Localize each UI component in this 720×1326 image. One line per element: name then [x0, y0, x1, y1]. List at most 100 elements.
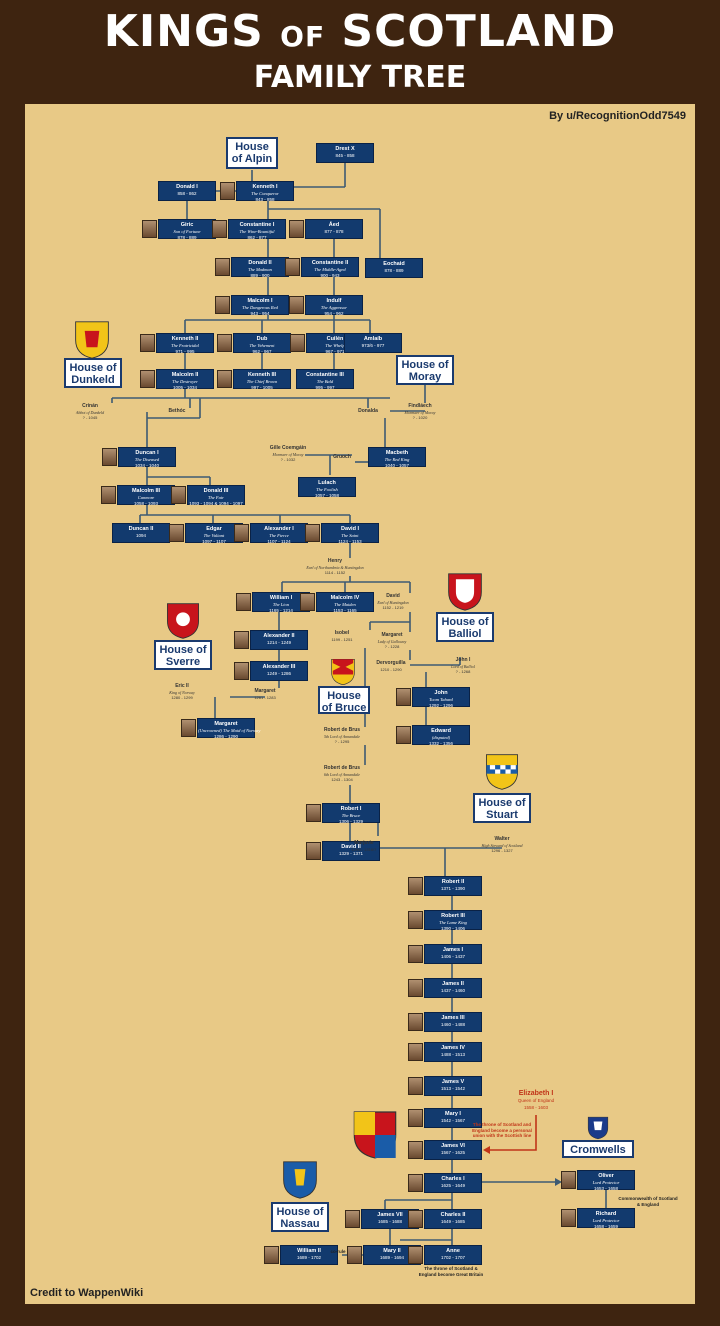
portrait-william1 — [236, 593, 251, 611]
person-title: High Steward of Scotland — [481, 843, 523, 848]
monarch-dates: 1567 - 1625 — [440, 1150, 466, 1155]
monarch-dates: 878 - 889 — [384, 268, 404, 273]
house-label-line: Moray — [408, 371, 442, 383]
monarch-epithet: The Red King — [384, 457, 410, 462]
monarch-dates: 1214 - 1249 — [266, 640, 292, 645]
person-title: 5th Lord of Annandale — [323, 734, 361, 739]
house-label-line: Balliol — [448, 628, 482, 640]
portrait-david2 — [306, 842, 321, 860]
monarch-name: James I — [442, 947, 464, 953]
person-title: Mormaer of Moray — [272, 452, 304, 457]
monarch-dates: 1097 - 1107 — [202, 539, 226, 544]
portrait-constantine2 — [285, 258, 300, 276]
person-name: Findláech — [408, 403, 432, 409]
union-note: The throne of Scotland and England becom… — [472, 1122, 532, 1138]
monarch-name: Constantine I — [239, 222, 275, 228]
portrait-james7 — [345, 1210, 360, 1228]
monarch-name: Alexander I — [264, 526, 294, 532]
house-label-line: Cromwells — [570, 1144, 626, 1156]
house-label-line: Sverre — [165, 656, 201, 668]
monarch-name: Cuilén — [326, 336, 344, 342]
monarch-name: Amlaíb — [363, 336, 383, 342]
monarch-epithet: Lord Protector — [592, 1218, 620, 1223]
monarch-epithet: Canmore — [137, 495, 155, 500]
monarch-epithet: The Fair — [208, 495, 224, 500]
portrait-mary2 — [347, 1246, 362, 1264]
monarch-epithet: The Maiden — [334, 602, 356, 607]
monarch-edward[interactable]: Edward(disputed)1332 - 1356 — [412, 725, 470, 746]
monarch-dates: 877 - 878 — [324, 229, 344, 234]
house-label-line: House — [327, 690, 361, 702]
person-title: 6th Lord of Annandale — [323, 772, 361, 777]
monarch-name: Charles II — [440, 1212, 466, 1218]
monarch-name: William I — [269, 595, 293, 601]
monarch-name: Malcolm III — [131, 488, 161, 494]
person-title: Lord of Balliol — [451, 664, 475, 669]
monarch-epithet: Toom Tabard — [429, 697, 453, 702]
commonwealth-arrow-head — [555, 1178, 562, 1186]
author-credit: By u/RecognitionOdd7549 — [549, 110, 686, 122]
person-name: Robert de Brus — [323, 727, 361, 733]
monarch-dates: 1488 - 1513 — [440, 1052, 466, 1057]
cromwell-crest-icon — [584, 1116, 612, 1140]
monarch-name: Kenneth II — [171, 336, 199, 342]
monarch-epithet: The Valiant — [203, 533, 225, 538]
portrait-james4 — [408, 1043, 423, 1061]
portrait-edward — [396, 726, 411, 744]
